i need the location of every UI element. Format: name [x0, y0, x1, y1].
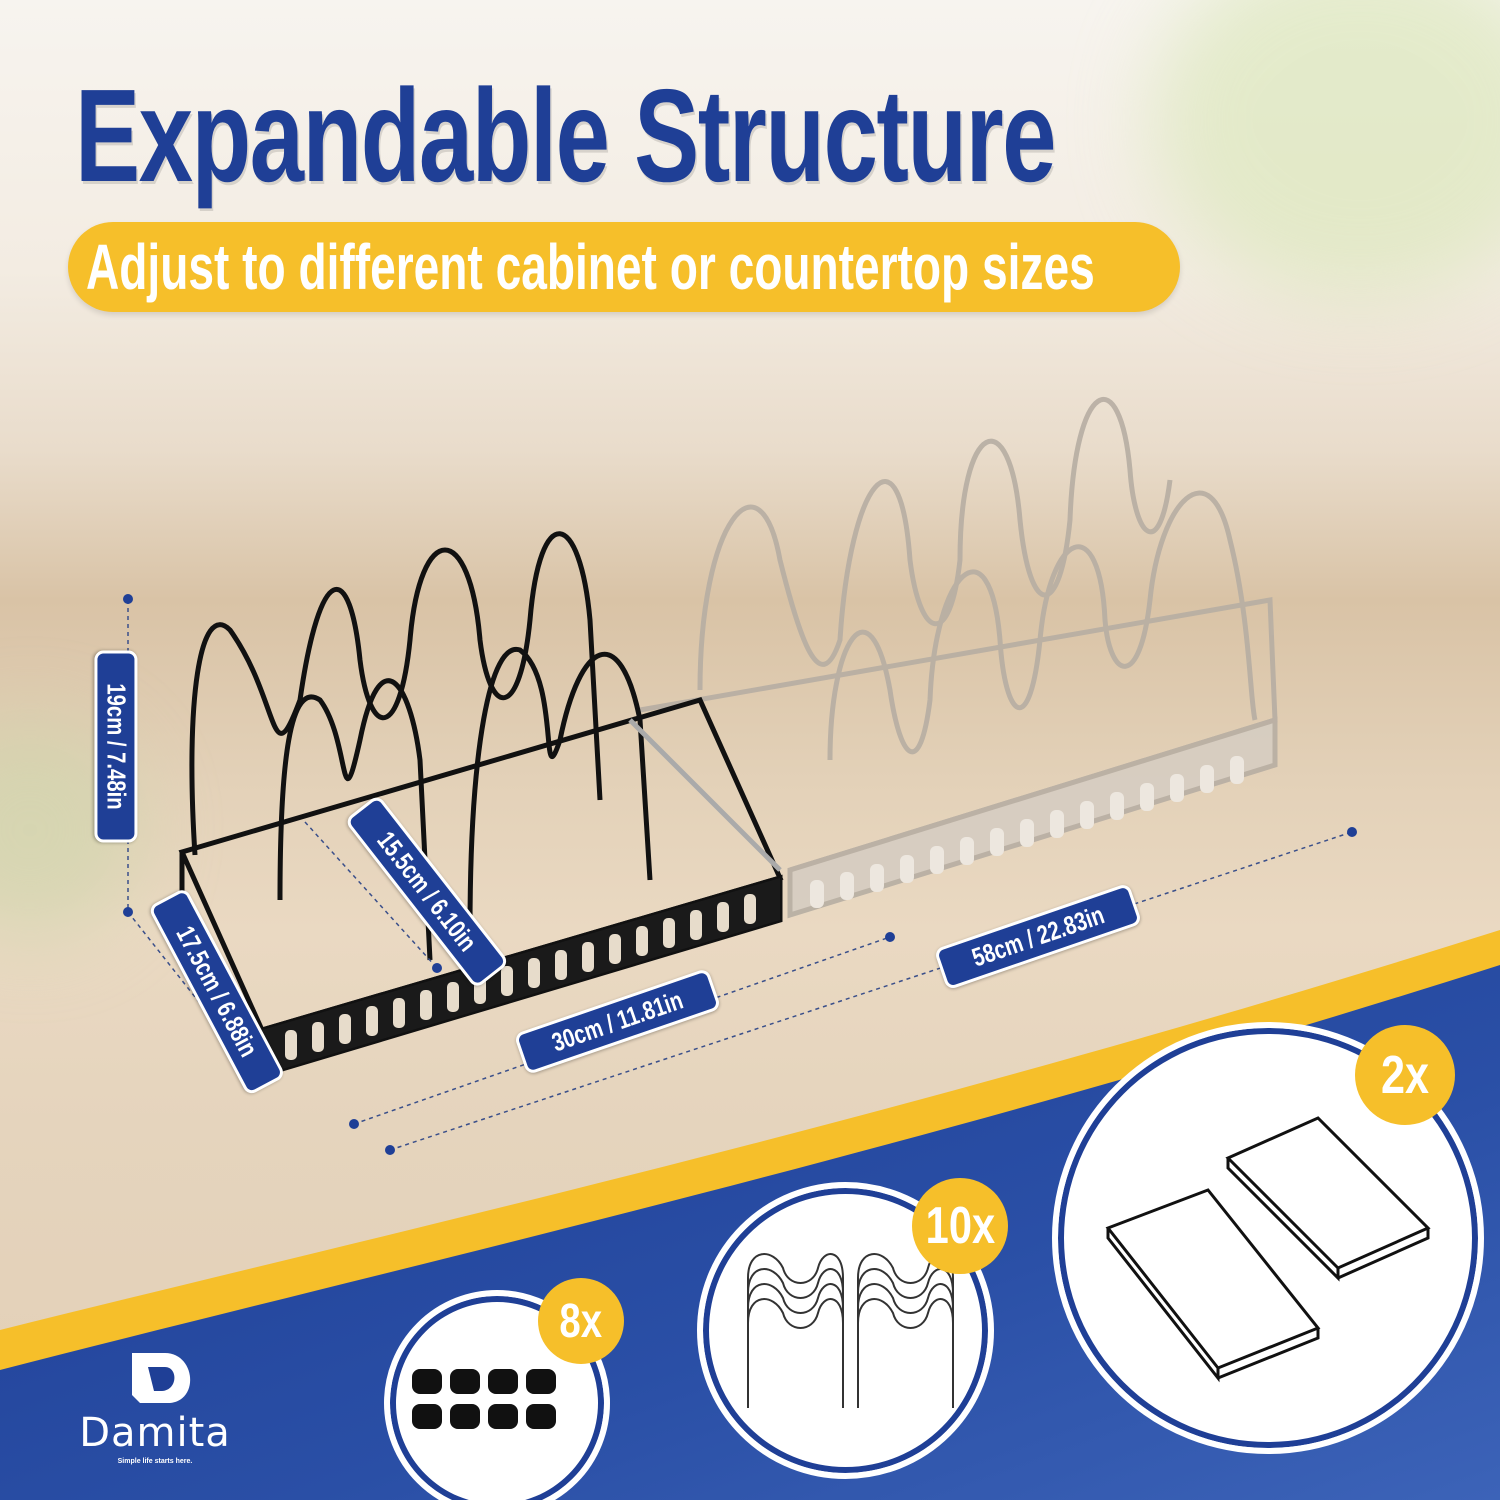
count-badge-caps: 8x — [538, 1278, 624, 1364]
brand-logo: Damita Simple life starts here. — [70, 1345, 240, 1465]
d-monogram-icon — [132, 1353, 191, 1403]
page-title: Expandable Structure — [75, 62, 1056, 209]
brand-tagline: Simple life starts here. — [117, 1458, 193, 1465]
height-label: 19cm / 7.48in — [94, 650, 138, 843]
subtitle-banner: Adjust to different cabinet or counterto… — [68, 222, 1180, 312]
dimension-marker — [432, 963, 442, 973]
base-frames-icon — [1105, 1116, 1431, 1383]
connector-caps-icon — [412, 1369, 556, 1429]
count-badge-frames: 2x — [1355, 1025, 1455, 1125]
dimension-marker — [1347, 827, 1357, 837]
brand-name: Damita — [79, 1410, 231, 1456]
wire-dividers-icon — [747, 1253, 954, 1408]
dimension-marker — [123, 594, 133, 604]
count-badge-dividers: 10x — [912, 1178, 1008, 1274]
dimension-marker — [385, 1145, 395, 1155]
dimension-marker — [349, 1119, 359, 1129]
dimension-marker — [885, 932, 895, 942]
dimension-marker — [123, 907, 133, 917]
subtitle-text: Adjust to different cabinet or counterto… — [86, 231, 1095, 303]
